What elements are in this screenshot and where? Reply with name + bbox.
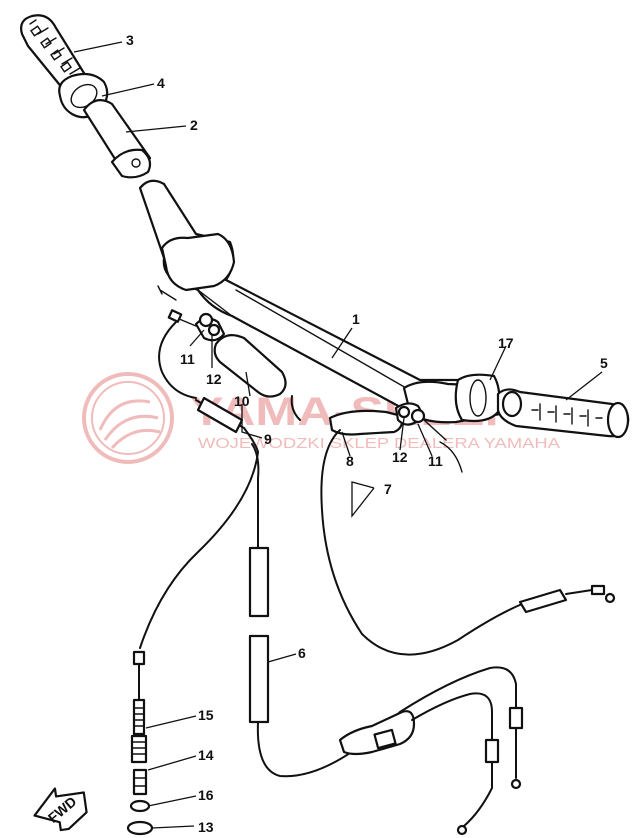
callout-labels: 3 4 2 1 17 5 11 12 10 9 8 12 11 7 6 15 1… [126,32,608,835]
right-collar [454,373,501,423]
callout-12-left: 12 [206,371,222,387]
watermark-logo-icon [82,372,174,464]
watermark-subtitle: WOJEWODZKI SKLEP DEALERA YAMAHA [198,435,560,452]
callout-1: 1 [352,311,360,327]
fwd-arrow-icon: FWD [33,787,88,832]
callout-16: 16 [198,787,214,803]
callout-3: 3 [126,32,134,48]
right-cable [290,395,616,656]
callout-4: 4 [157,75,165,91]
handlebar [138,179,503,424]
left-adjuster-bolts [157,285,221,337]
callout-9: 9 [264,431,272,447]
callout-10: 10 [234,393,250,409]
right-adjuster-bolts [397,405,463,473]
callout-6: 6 [298,645,306,661]
cable-junction [338,692,500,836]
callout-11-right: 11 [428,453,443,469]
callout-8: 8 [346,453,354,469]
left-cable [132,321,259,701]
callout-15: 15 [198,707,214,723]
callout-11-left: 11 [180,351,195,367]
cable-end-adjuster [126,698,154,836]
leader-lines [73,41,603,829]
callout-13: 13 [198,819,214,835]
callout-2: 2 [190,117,198,133]
callout-5: 5 [600,355,608,371]
callout-12-right: 12 [392,449,408,465]
left-sleeve [82,99,152,179]
callout-17: 17 [498,335,514,351]
callout-7: 7 [384,481,392,497]
callout-14: 14 [198,747,214,763]
right-grip [496,388,630,439]
